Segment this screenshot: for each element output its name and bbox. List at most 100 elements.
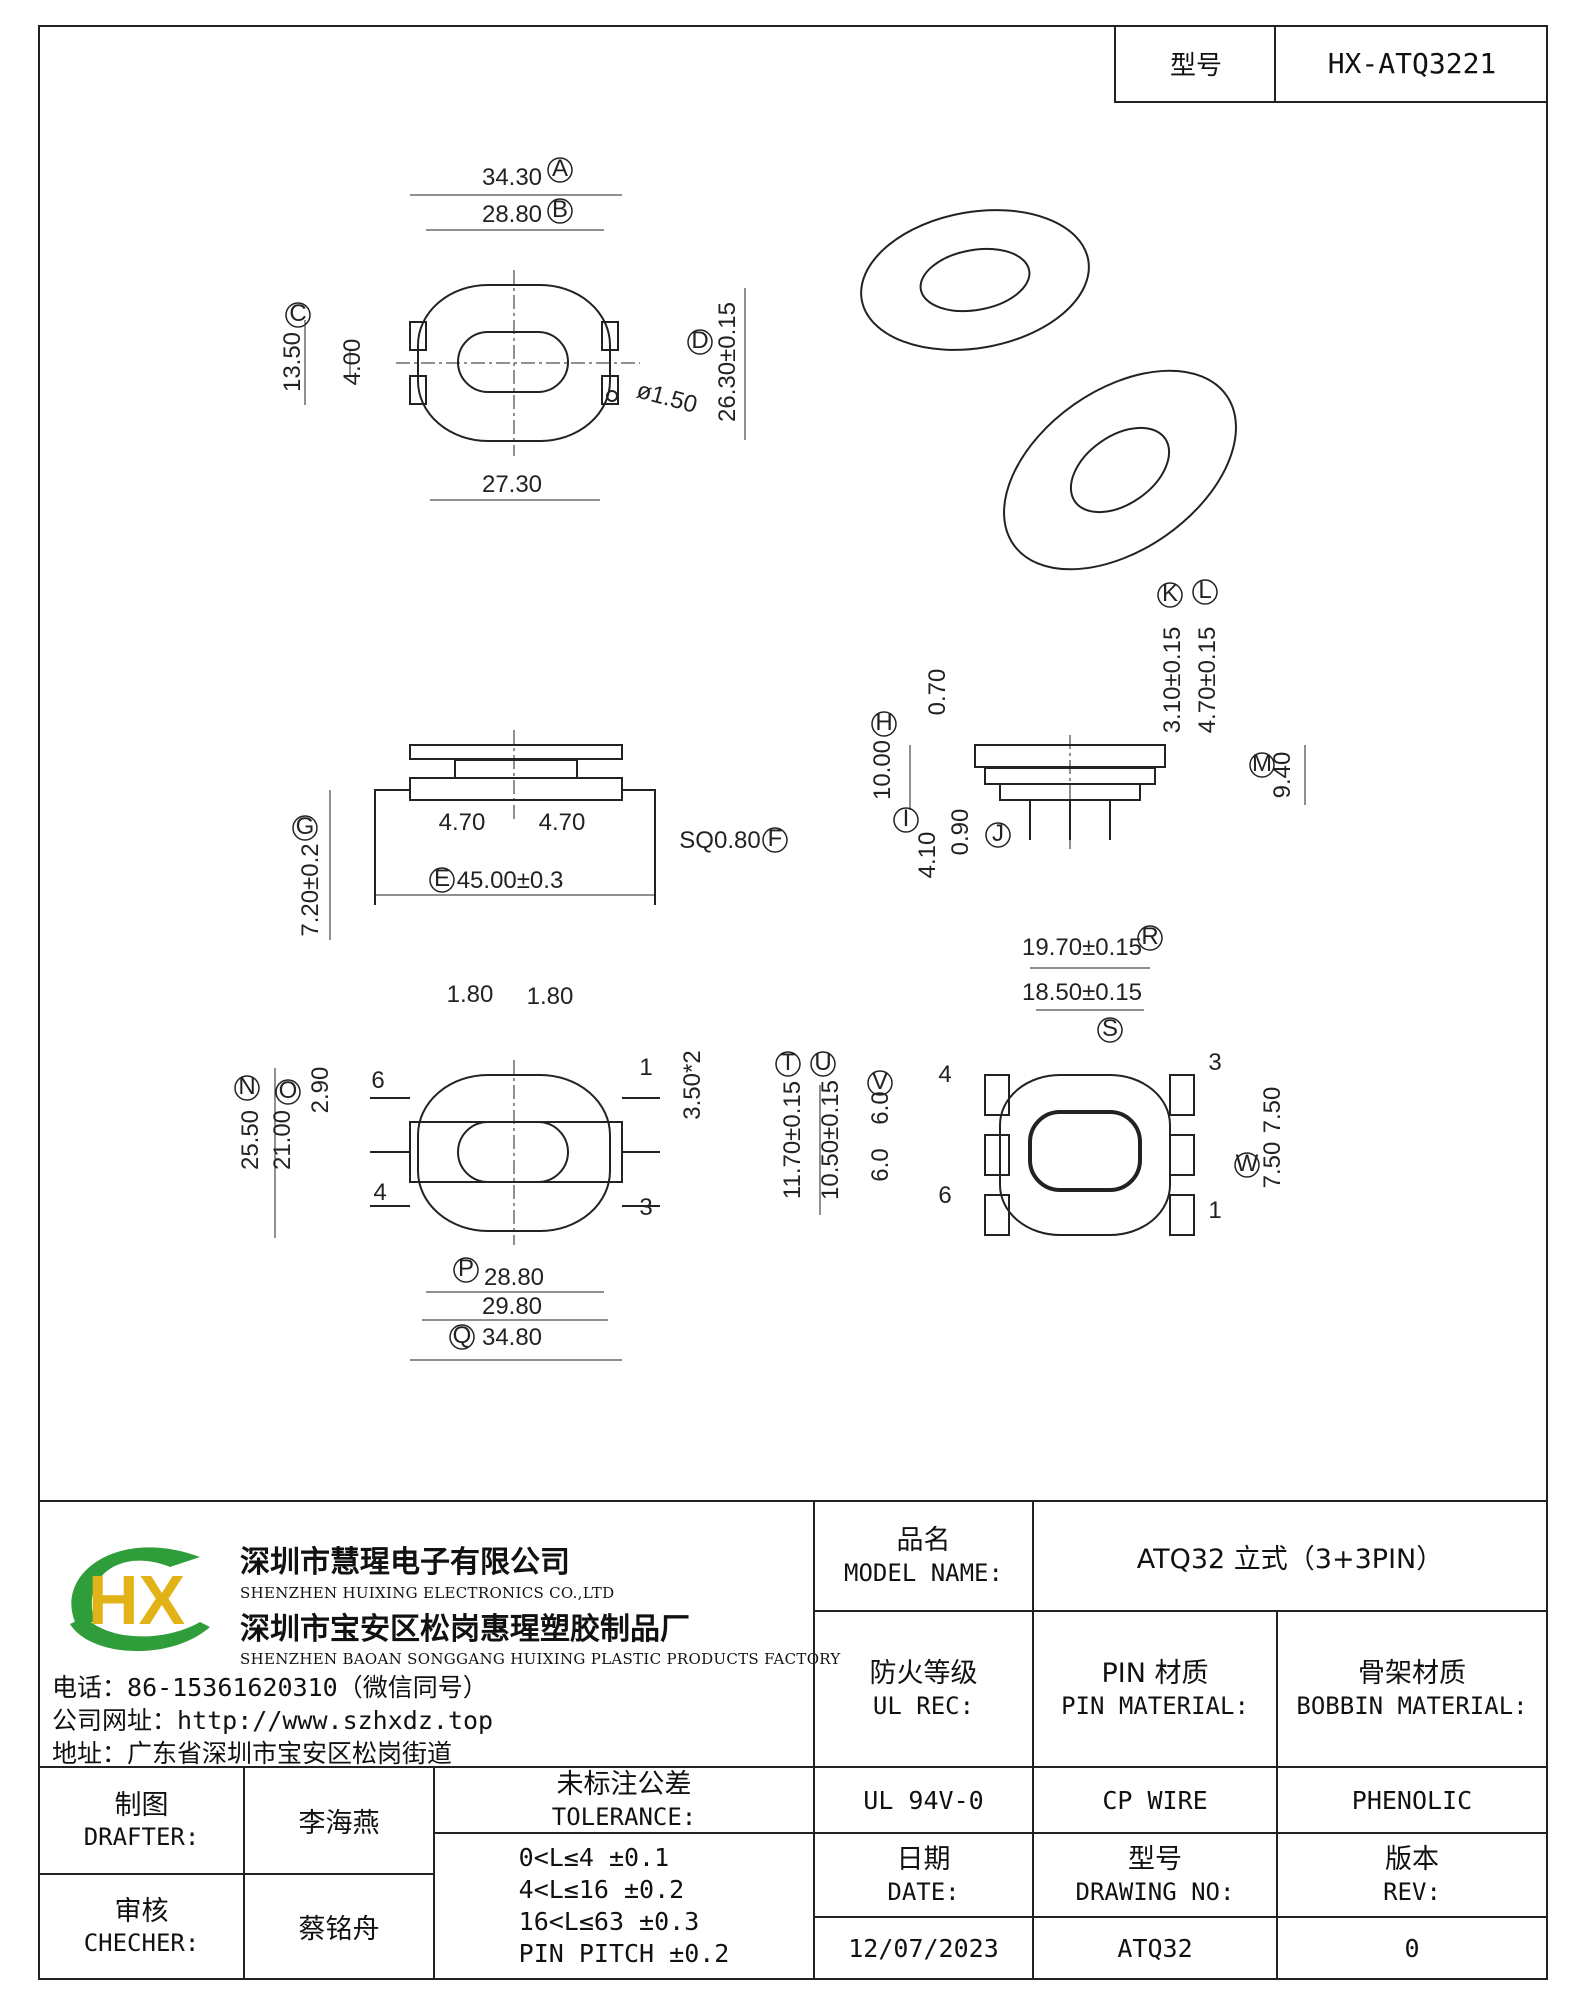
pin-view-window [1028, 1110, 1142, 1192]
date-cn: 日期 [896, 1844, 951, 1876]
top-view-marker [547, 198, 573, 224]
pin-view-dim-label: 19.70±0.15 [1022, 934, 1142, 961]
side-view-dim-label: 0.90 [947, 809, 974, 856]
front-view-marker-letter: E [434, 865, 450, 892]
top-view-tab-left-top [409, 321, 427, 351]
drawing-no-en: DRAWING NO: [1075, 1877, 1235, 1906]
top-view-marker [687, 329, 713, 355]
rev-label-cell: 版本 REV: [1276, 1832, 1548, 1918]
company-name-en: SHENZHEN HUIXING ELECTRONICS CO.,LTD [240, 1584, 615, 1602]
bobbin-material-cn: 骨架材质 [1358, 1658, 1466, 1690]
checker-name: 蔡铭舟 [298, 1914, 380, 1945]
drawing-no-value-cell: ATQ32 [1032, 1916, 1278, 1980]
top-view-marker-letter: C [289, 300, 306, 327]
front-view-dim-label: 4.70 [539, 809, 586, 836]
pin-view-post-1 [1169, 1194, 1195, 1236]
side-view-marker [985, 822, 1011, 848]
top-view-marker [547, 157, 573, 183]
pin-view-body [999, 1074, 1171, 1236]
tolerance-line: PIN PITCH ±0.2 [518, 1939, 730, 1968]
date-value: 12/07/2023 [848, 1933, 999, 1963]
header-model-value-text: HX-ATQ3221 [1327, 46, 1497, 80]
tolerance-lines: 0<L≤4 ±0.1 4<L≤16 ±0.2 16<L≤63 ±0.3 PIN … [519, 1842, 730, 1970]
top-view-dim-label: 34.30 [482, 164, 542, 191]
checker-name-cell: 蔡铭舟 [243, 1873, 435, 1980]
pin-view-dim-label: 18.50±0.15 [1022, 979, 1142, 1006]
top-view-hole [606, 390, 618, 402]
address-value: 广东省深圳市宝安区松岗街道 [127, 1739, 453, 1768]
front-view-dim-label: 45.00±0.3 [457, 867, 564, 894]
tolerance-label-cell: 未标注公差 TOLERANCE: [433, 1766, 815, 1834]
side-view-marker [1249, 752, 1275, 778]
front-view-bottom-flange [409, 777, 623, 801]
front-view-marker [292, 815, 318, 841]
drafter-en: DRAFTER: [83, 1823, 200, 1852]
front-view-pin-left [374, 789, 410, 905]
checker-cn: 审核 [114, 1895, 169, 1927]
company-name-cn: 深圳市慧瑆电子有限公司 [240, 1545, 570, 1580]
top-view-dim-label: 26.30±0.15 [714, 302, 741, 422]
rev-value-cell: 0 [1276, 1916, 1548, 1980]
pin-view-marker [1234, 1152, 1260, 1178]
top-view-tab-left-bottom [409, 375, 427, 405]
top-view-dim-label: 4.00 [339, 339, 366, 386]
side-view-marker-letter: M [1252, 750, 1272, 777]
contact-address: 地址：广东省深圳市宝安区松岗街道 [52, 1734, 452, 1770]
side-view-marker [1192, 579, 1218, 605]
checker-en: CHECHER: [83, 1929, 200, 1958]
bottom-view-pin-label: 6 [371, 1067, 384, 1094]
drawing-no-label-cell: 型号 DRAWING NO: [1032, 1832, 1278, 1918]
pin-view-marker [1097, 1017, 1123, 1043]
bottom-view-dim-label: 28.80 [484, 1264, 544, 1291]
side-view-marker-letter: L [1198, 577, 1211, 604]
side-view-marker [893, 807, 919, 833]
pin-view-dim-label: 6.0 [867, 1091, 894, 1124]
front-view-marker [429, 867, 455, 893]
pin-view-post-3 [1169, 1074, 1195, 1116]
address-label: 地址： [52, 1739, 128, 1768]
pin-material-en: PIN MATERIAL: [1061, 1691, 1249, 1720]
bottom-view-dim-label: 29.80 [482, 1293, 542, 1320]
ul-rec-value: UL 94V-0 [863, 1785, 984, 1815]
side-view-marker [1157, 582, 1183, 608]
front-view-marker-letter: G [296, 813, 315, 840]
tolerance-cn: 未标注公差 [556, 1769, 692, 1801]
title-block-divider [38, 1500, 1548, 1502]
pin-view-pin-label: 1 [1208, 1197, 1221, 1224]
drafter-name: 李海燕 [298, 1808, 380, 1839]
model-name-value-cell: ATQ32 立式（3+3PIN） [1032, 1500, 1548, 1612]
tolerance-line: 16<L≤63 ±0.3 [518, 1907, 700, 1936]
hx-logo-text: HX [88, 1561, 186, 1639]
pin-view-marker-letter: T [781, 1049, 796, 1076]
top-view-dim-label: 13.50 [279, 332, 306, 392]
pin-view-marker [810, 1051, 836, 1077]
drawing-no-value: ATQ32 [1117, 1933, 1193, 1963]
isometric-view-2 [1003, 369, 1237, 571]
side-view-dim-label: 9.40 [1269, 752, 1296, 799]
pin-view-marker-letter: R [1141, 923, 1158, 950]
bottom-view-marker-letter: P [458, 1255, 474, 1282]
pin-view-dim-label: 7.50 [1259, 1142, 1286, 1189]
side-view-dim-label: 10.00 [869, 740, 896, 800]
bottom-view-marker-letter: O [279, 1077, 298, 1104]
pin-view-dim-label: 7.50 [1259, 1087, 1286, 1134]
website-label: 公司网址： [52, 1706, 178, 1735]
side-view-dim-label: 4.10 [914, 832, 941, 879]
bottom-view-dim-label: 25.50 [237, 1110, 264, 1170]
side-view-marker [871, 711, 897, 737]
model-name-en: MODEL NAME: [844, 1558, 1003, 1587]
checker-label-cell: 审核 CHECHER: [38, 1873, 245, 1980]
pin-view-post-6 [984, 1194, 1010, 1236]
factory-name-cn: 深圳市宝安区松岗惠瑆塑胶制品厂 [240, 1612, 690, 1647]
top-view-tab-right-bottom [601, 375, 619, 405]
header-model-value: HX-ATQ3221 [1274, 25, 1548, 103]
pin-view-marker-letter: V [872, 1068, 888, 1095]
front-view-dim-label: SQ0.80 [679, 827, 760, 854]
date-en: DATE: [887, 1877, 960, 1906]
model-name-cn: 品名 [896, 1525, 951, 1557]
pin-view-post-4 [984, 1074, 1010, 1116]
bottom-view-dim-label: 1.80 [447, 981, 494, 1008]
drafter-cn: 制图 [114, 1789, 169, 1821]
pin-view-post-5 [984, 1134, 1010, 1176]
